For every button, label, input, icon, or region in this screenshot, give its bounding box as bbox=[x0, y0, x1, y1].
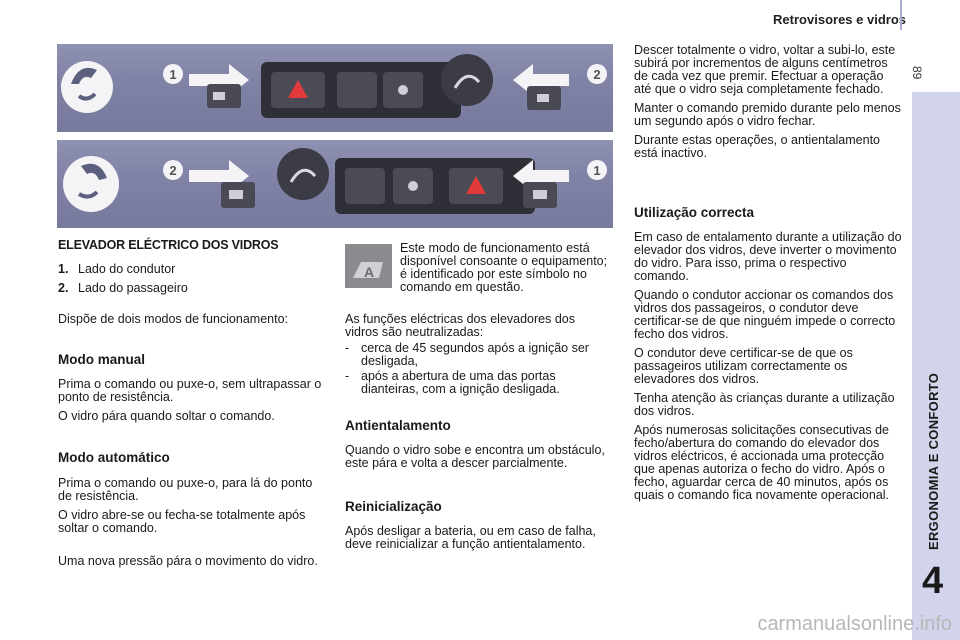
heading-correct-use: Utilização correcta bbox=[634, 205, 755, 220]
manual-mode-text: Prima o comando ou puxe-o, sem ultrapass… bbox=[58, 378, 328, 429]
list-item: 2.Lado do passageiro bbox=[58, 281, 188, 295]
list-item: -após a abertura de uma das portas diant… bbox=[345, 369, 560, 396]
mirror-adjust-knob bbox=[277, 148, 329, 200]
paragraph: Prima o comando ou puxe-o, para lá do po… bbox=[58, 476, 313, 503]
heading-reinitialization: Reinicialização bbox=[345, 499, 442, 514]
chapter-sidebar bbox=[912, 92, 960, 640]
photo-window-controls-passenger: 2 1 bbox=[57, 140, 613, 228]
reinitialization-steps: Descer totalmente o vidro, voltar a subi… bbox=[634, 44, 902, 166]
paragraph: Manter o comando premido durante pelo me… bbox=[634, 101, 901, 128]
arrow-left-icon bbox=[513, 64, 569, 96]
chapter-label: ERGONOMIA E CONFORTO bbox=[926, 372, 941, 550]
list-item: -cerca de 45 segundos após a ignição ser… bbox=[345, 341, 589, 368]
paragraph: O condutor deve certificar-se de que os … bbox=[634, 346, 853, 386]
neutralization-intro: As funções eléctricas dos elevadores dos… bbox=[345, 312, 575, 339]
paragraph: Durante estas operações, o antientalamen… bbox=[634, 133, 880, 160]
callout-circle bbox=[587, 64, 607, 84]
child-lock-button bbox=[337, 72, 377, 108]
neutralization-list: -cerca de 45 segundos após a ignição ser… bbox=[345, 342, 613, 398]
callout-circle bbox=[163, 64, 183, 84]
anti-pinch-text: Quando o vidro sobe e encontra um obstác… bbox=[345, 443, 605, 470]
heading-anti-pinch: Antientalamento bbox=[345, 418, 451, 433]
automatic-mode-text: Prima o comando ou puxe-o, para lá do po… bbox=[58, 477, 328, 541]
page-number: 89 bbox=[910, 66, 924, 80]
list-item: 1.Lado do condutor bbox=[58, 262, 176, 276]
section-heading-electric-windows: ELEVADOR ELÉCTRICO DOS VIDROS bbox=[58, 238, 279, 252]
callout-number: 2 bbox=[593, 67, 600, 82]
chapter-number: 4 bbox=[922, 560, 944, 602]
paragraph: O vidro abre-se ou fecha-se totalmente a… bbox=[58, 508, 306, 535]
heading-automatic-mode: Modo automático bbox=[58, 450, 170, 465]
auto-symbol-icon: A bbox=[345, 244, 392, 288]
site-watermark: carmanualsonline.info bbox=[757, 613, 952, 635]
callout-circle bbox=[163, 160, 183, 180]
paragraph: Em caso de entalamento durante a utiliza… bbox=[634, 230, 902, 283]
paragraph: Descer totalmente o vidro, voltar a subi… bbox=[634, 43, 896, 96]
callout-circle bbox=[587, 160, 607, 180]
control-panel-illustration-2: 2 1 bbox=[63, 148, 607, 214]
reinitialization-text: Após desligar a bateria, ou em caso de f… bbox=[345, 524, 596, 551]
control-panel-illustration-1: 1 2 bbox=[61, 54, 607, 118]
heading-manual-mode: Modo manual bbox=[58, 352, 145, 367]
seat-belt-icon-left bbox=[63, 156, 119, 212]
window-side-list: 1.Lado do condutor 2.Lado do passageiro bbox=[58, 263, 328, 301]
automatic-mode-note: Uma nova pressão pára o movimento do vid… bbox=[58, 554, 318, 568]
callout-number: 1 bbox=[593, 163, 600, 178]
callout-number: 1 bbox=[169, 67, 176, 82]
seat-belt-icon-left bbox=[61, 61, 113, 113]
paragraph: Após numerosas solicitações consecutivas… bbox=[634, 423, 890, 502]
photo-window-controls-driver: 1 2 bbox=[57, 44, 613, 132]
child-lock-button bbox=[345, 168, 385, 204]
modes-intro: Dispõe de dois modos de funcionamento: bbox=[58, 312, 289, 326]
correct-use-text: Em caso de entalamento durante a utiliza… bbox=[634, 231, 902, 508]
auto-symbol-note: Este modo de funcionamento está disponív… bbox=[400, 241, 608, 294]
mirror-adjust-knob bbox=[441, 54, 493, 106]
paragraph: Quando o condutor accionar os comandos d… bbox=[634, 288, 896, 341]
paragraph: O vidro pára quando soltar o comando. bbox=[58, 409, 275, 423]
auto-symbol-letter: A bbox=[364, 264, 374, 280]
paragraph: Tenha atenção às crianças durante a util… bbox=[634, 391, 895, 418]
page-header-title: Retrovisores e vidros bbox=[773, 12, 906, 27]
callout-number: 2 bbox=[169, 163, 176, 178]
paragraph: Prima o comando ou puxe-o, sem ultrapass… bbox=[58, 377, 322, 404]
header-divider bbox=[900, 0, 902, 30]
